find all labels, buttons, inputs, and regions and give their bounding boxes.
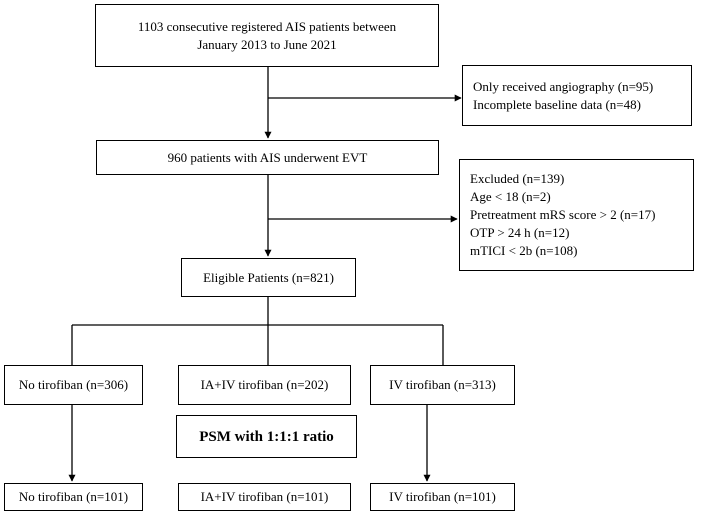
node-ia-iv-tirofiban-matched: IA+IV tirofiban (n=101) [178, 483, 351, 511]
node-iv-tirofiban: IV tirofiban (n=313) [370, 365, 515, 405]
node-excluded-1-line-2: Incomplete baseline data (n=48) [473, 96, 641, 112]
node-eligible-text: Eligible Patients (n=821) [203, 269, 334, 285]
node-iv-tirofiban-matched: IV tirofiban (n=101) [370, 483, 515, 511]
node-excluded-2-line-2: Age < 18 (n=2) [470, 189, 551, 204]
node-evt-patients: 960 patients with AIS underwent EVT [96, 140, 439, 175]
node-excluded-1: Only received angiography (n=95) Incompl… [462, 65, 692, 126]
node-iv-tirofiban-text: IV tirofiban (n=313) [389, 377, 496, 392]
node-no-tirofiban-matched-text: No tirofiban (n=101) [18, 489, 129, 504]
node-registered-line-2: January 2013 to June 2021 [197, 36, 337, 52]
node-eligible-patients: Eligible Patients (n=821) [181, 258, 356, 297]
node-iv-tirofiban-matched-text: IV tirofiban (n=101) [389, 489, 496, 504]
node-no-tirofiban-text: No tirofiban (n=306) [18, 377, 129, 392]
node-excluded-2-line-4: OTP > 24 h (n=12) [470, 225, 570, 240]
node-excluded-2-line-5: mTICI < 2b (n=108) [470, 243, 578, 258]
node-psm: PSM with 1:1:1 ratio [176, 415, 357, 458]
node-psm-text: PSM with 1:1:1 ratio [199, 428, 334, 445]
node-excluded-2-line-3: Pretreatment mRS score > 2 (n=17) [470, 207, 656, 222]
node-ia-iv-tirofiban-matched-text: IA+IV tirofiban (n=101) [200, 489, 329, 504]
node-excluded-2: Excluded (n=139) Age < 18 (n=2) Pretreat… [459, 159, 694, 271]
node-no-tirofiban: No tirofiban (n=306) [4, 365, 143, 405]
node-ia-iv-tirofiban: IA+IV tirofiban (n=202) [178, 365, 351, 405]
node-no-tirofiban-matched: No tirofiban (n=101) [4, 483, 143, 511]
node-registered-patients: 1103 consecutive registered AIS patients… [95, 4, 439, 67]
node-registered-line-1: 1103 consecutive registered AIS patients… [137, 18, 397, 34]
node-evt-text: 960 patients with AIS underwent EVT [167, 149, 368, 165]
node-excluded-1-line-1: Only received angiography (n=95) [473, 78, 654, 94]
node-ia-iv-tirofiban-text: IA+IV tirofiban (n=202) [200, 377, 329, 392]
node-excluded-2-line-1: Excluded (n=139) [470, 171, 565, 186]
